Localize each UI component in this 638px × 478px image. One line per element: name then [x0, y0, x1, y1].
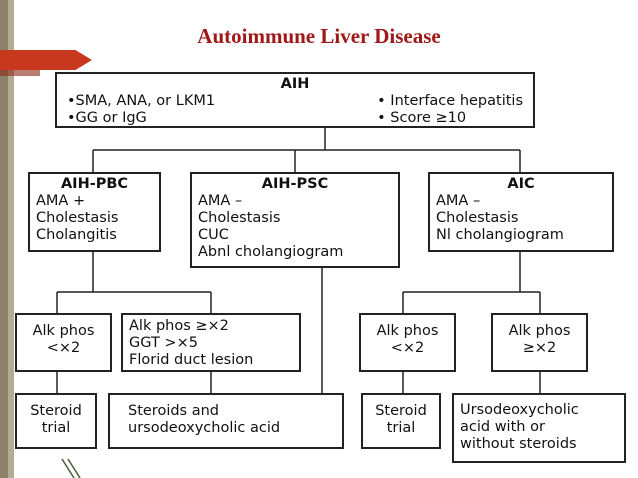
slide-sidebar-bar: [0, 0, 8, 478]
aic-line: AMA –: [436, 193, 481, 209]
aih-criterion: •GG or IgG: [67, 110, 147, 126]
aih-criteria-right: • Interface hepatitis • Score ≥10: [377, 93, 527, 127]
aih-pbc-header: AIH-PBC: [60, 176, 129, 192]
aic-header: AIC: [507, 176, 535, 192]
aic-alk-low-box: Alk phos <×2: [359, 313, 456, 372]
aih-pbc-line: Cholestasis: [36, 210, 119, 226]
treatment-line: trial: [386, 420, 416, 436]
aih-criterion: •SMA, ANA, or LKM1: [67, 93, 216, 109]
aih-psc-header: AIH-PSC: [261, 176, 329, 192]
alk-phos-label: Alk phos: [32, 323, 95, 339]
alk-phos-label: Alk phos: [508, 323, 571, 339]
pbc-high-line: Alk phos ≥×2: [129, 318, 229, 334]
pbc-alk-low-box: Alk phos <×2: [15, 313, 112, 372]
aih-psc-line: Abnl cholangiogram: [198, 244, 344, 260]
pbc-high-line: GGT >×5: [129, 335, 198, 351]
aic-line: Nl cholangiogram: [436, 227, 564, 243]
aih-psc-line: Cholestasis: [198, 210, 281, 226]
aih-pbc-box: AIH-PBC AMA + Cholestasis Cholangitis: [28, 172, 161, 252]
aih-criterion: • Interface hepatitis: [377, 93, 523, 109]
alk-phos-value: <×2: [390, 340, 425, 356]
aih-psc-box: AIH-PSC AMA – Cholestasis CUC Abnl chola…: [190, 172, 400, 268]
aic-box: AIC AMA – Cholestasis Nl cholangiogram: [428, 172, 614, 252]
title-ribbon-arrow: [0, 50, 92, 70]
aic-line: Cholestasis: [436, 210, 519, 226]
alk-phos-value: <×2: [46, 340, 81, 356]
treatment-line: Steroids and: [128, 403, 220, 419]
aih-box: AIH •SMA, ANA, or LKM1 •GG or IgG • Inte…: [55, 72, 535, 128]
slide-sidebar-bar-light: [8, 0, 14, 478]
aih-criteria-left: •SMA, ANA, or LKM1 •GG or IgG: [63, 93, 215, 127]
ribbon-shadow: [0, 70, 40, 76]
treatment-line: trial: [41, 420, 71, 436]
treatment-line: Ursodeoxycholic: [460, 402, 579, 418]
alk-phos-value: ≥×2: [522, 340, 557, 356]
aih-header: AIH: [280, 76, 310, 92]
aih-criterion: • Score ≥10: [377, 110, 467, 126]
treatment-steroid-trial-2: Steroid trial: [361, 393, 441, 449]
aih-psc-line: CUC: [198, 227, 229, 243]
slide-title: Autoimmune Liver Disease: [197, 24, 441, 48]
treatment-line: Steroid: [30, 403, 82, 419]
aih-criteria: •SMA, ANA, or LKM1 •GG or IgG • Interfac…: [63, 93, 527, 127]
treatment-line: acid with or: [460, 419, 545, 435]
aic-alk-high-box: Alk phos ≥×2: [491, 313, 588, 372]
aih-pbc-line: AMA +: [36, 193, 86, 209]
pbc-alk-high-box: Alk phos ≥×2 GGT >×5 Florid duct lesion: [121, 313, 301, 372]
treatment-line: without steroids: [460, 436, 577, 452]
decorative-slash-lines: [61, 458, 81, 478]
alk-phos-label: Alk phos: [376, 323, 439, 339]
treatment-steroids-udca: Steroids and ursodeoxycholic acid: [108, 393, 344, 449]
treatment-udca-with-or-without-steroids: Ursodeoxycholic acid with or without ste…: [452, 393, 626, 463]
treatment-steroid-trial-1: Steroid trial: [15, 393, 97, 449]
aih-psc-line: AMA –: [198, 193, 243, 209]
aih-pbc-line: Cholangitis: [36, 227, 117, 243]
treatment-line: Steroid: [375, 403, 427, 419]
treatment-line: ursodeoxycholic acid: [128, 420, 281, 436]
pbc-high-line: Florid duct lesion: [129, 352, 254, 368]
